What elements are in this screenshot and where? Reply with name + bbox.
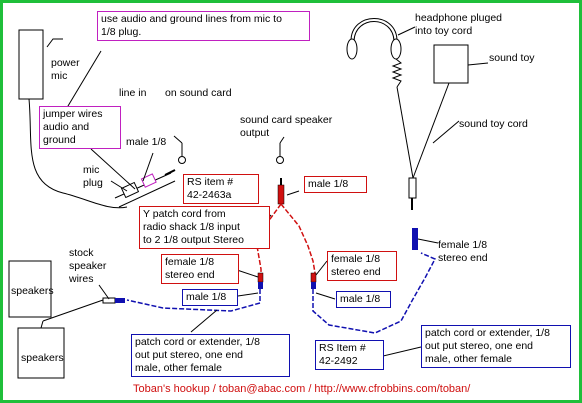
speakers-bottom-label: speakers [21,352,64,364]
rs-item-a-label: RS item # 42-2463a [183,174,259,204]
sound-toy-label: sound toy [489,52,535,64]
headphone [346,18,416,88]
power-mic [18,29,63,100]
speakers-bottom [17,327,65,379]
power-mic-pointer [46,38,63,48]
power-mic-label: power mic [51,57,80,82]
mid-female-end [310,260,328,289]
speaker-output-jack [276,136,285,164]
female-stereo-right-label: female 1/8 stereo end [438,239,488,264]
rs-item-b-label: RS Item # 42-2492 [315,340,384,370]
speakers-top [8,260,52,318]
jumper-pointer [90,148,136,190]
y-cord-left-branch [256,203,282,277]
headphone-label: headphone pluged into toy cord [415,12,503,37]
mic-18-label: male 1/8 [126,136,167,148]
female-stereo-left-label: female 1/8 stereo end [161,254,239,284]
y-cord-right-branch [280,203,316,274]
left-patch-cord [126,289,261,312]
stock-wire-pointer [98,284,110,300]
toy-cord [412,82,450,179]
sound-toy-cord-label: sound toy cord [459,118,528,130]
power-mic-body [18,29,44,100]
credit-line: Toban's hookup / toban@abac.com / http:/… [133,383,471,395]
y-cord-plug [277,178,300,205]
speaker-wire-link [40,320,44,329]
patch-left-label: patch cord or extender, 1/8 out put ster… [131,334,290,377]
card-speaker-output-label: sound card speaker output [240,114,333,139]
headphone-cord [396,86,414,179]
stock-speaker-wires [42,299,104,322]
left-patch-plug [102,297,125,304]
right-patch-cord [312,252,437,334]
toy-cord-pointer [432,120,460,144]
female-stereo-mid-label: female 1/8 stereo end [327,251,397,281]
mic-plug-pointer [110,180,128,192]
line-in-label: line in [119,87,147,99]
mic-cord [28,98,128,209]
on-sound-card-label: on sound card [165,87,232,99]
y-patch-label: Y patch cord from radio shack 1/8 input … [139,206,270,249]
patch-left-pointer [190,309,218,333]
male-18-blue-mid-label: male 1/8 [336,291,391,308]
toy-plug [408,177,417,210]
male-18-red-label: male 1/8 [304,176,367,193]
jumper-wires-label: jumper wires audio and ground [39,106,121,149]
line-in-jack [173,135,186,164]
hookup-drawing [8,18,489,379]
mic-18-pointer [142,152,154,182]
note-top-label: use audio and ground lines from mic to 1… [97,11,310,41]
speakers-top-label: speakers [11,285,54,297]
right-female-end [412,228,439,250]
stock-speaker-wires-label: stock speaker wires [69,247,107,285]
patch-right-pointer [378,346,422,358]
mic-plug-label: mic plug [83,164,103,189]
mic-plug [114,169,176,208]
sound-toy [433,44,489,84]
male-18-mid-pointer [315,292,336,300]
note-pointer [64,50,102,112]
male-18-blue-left-label: male 1/8 [182,289,238,306]
patch-right-label: patch cord or extender, 1/8 out put ster… [421,325,571,368]
